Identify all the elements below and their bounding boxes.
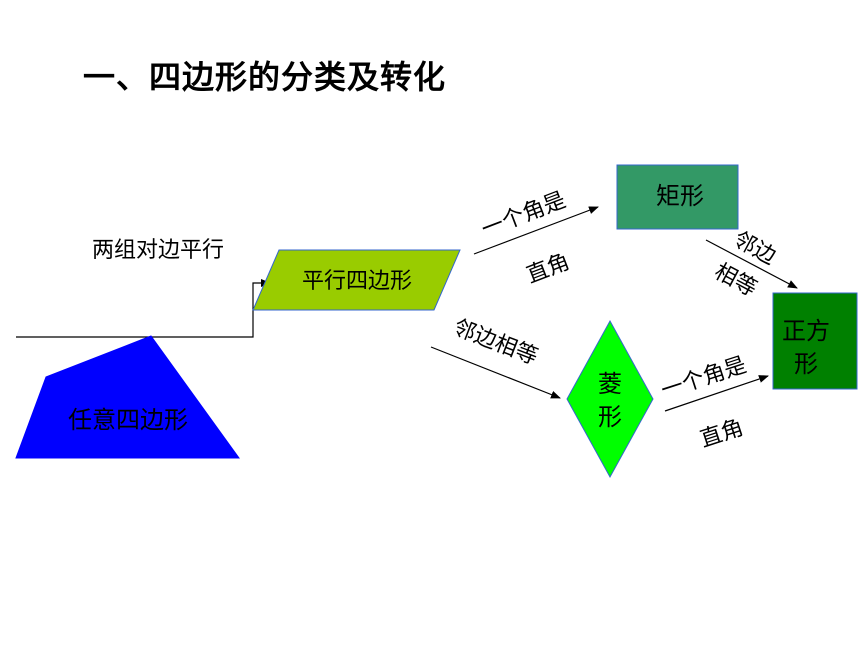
arrow-to-rhombus — [430, 346, 561, 399]
rectangle-shape — [616, 164, 739, 230]
arbitrary-quadrilateral-label: 任意四边形 — [68, 406, 188, 434]
edge-label-right-angle-top-2: 一个角是 — [658, 353, 749, 404]
edge-label-adjacent-line2: 相等 — [710, 259, 761, 302]
rhombus-shape — [566, 319, 654, 479]
square-label-line2: 形 — [794, 350, 818, 378]
arrow-rhombus-to-square — [664, 375, 769, 412]
edge-label-right-angle-bottom-2: 直角 — [697, 415, 747, 452]
arrow-to-rectangle — [473, 206, 599, 255]
edge-label-adjacent-equal-1: 邻边相等 — [450, 315, 541, 370]
rhombus-label-line1: 菱 — [598, 370, 622, 398]
edge-label-right-angle-bottom-1: 直角 — [523, 249, 573, 288]
parallelogram-label: 平行四边形 — [302, 269, 412, 294]
square-label-line1: 正方 — [782, 317, 830, 345]
arbitrary-quadrilateral-shape — [15, 335, 240, 459]
arrow-rectangle-to-square — [705, 239, 798, 289]
rhombus-label-line2: 形 — [598, 403, 622, 431]
edge-label-adjacent-line1: 邻边 — [729, 227, 780, 270]
slide-title: 一、四边形的分类及转化 — [83, 58, 447, 96]
connector-arbitrary-to-parallelogram — [16, 279, 271, 338]
rectangle-label: 矩形 — [656, 182, 704, 210]
edge-label-parallel-sides: 两组对边平行 — [92, 238, 224, 263]
square-shape — [772, 292, 858, 390]
parallelogram-shape — [252, 249, 461, 311]
edge-label-right-angle-top-1: 一个角是 — [478, 188, 569, 243]
